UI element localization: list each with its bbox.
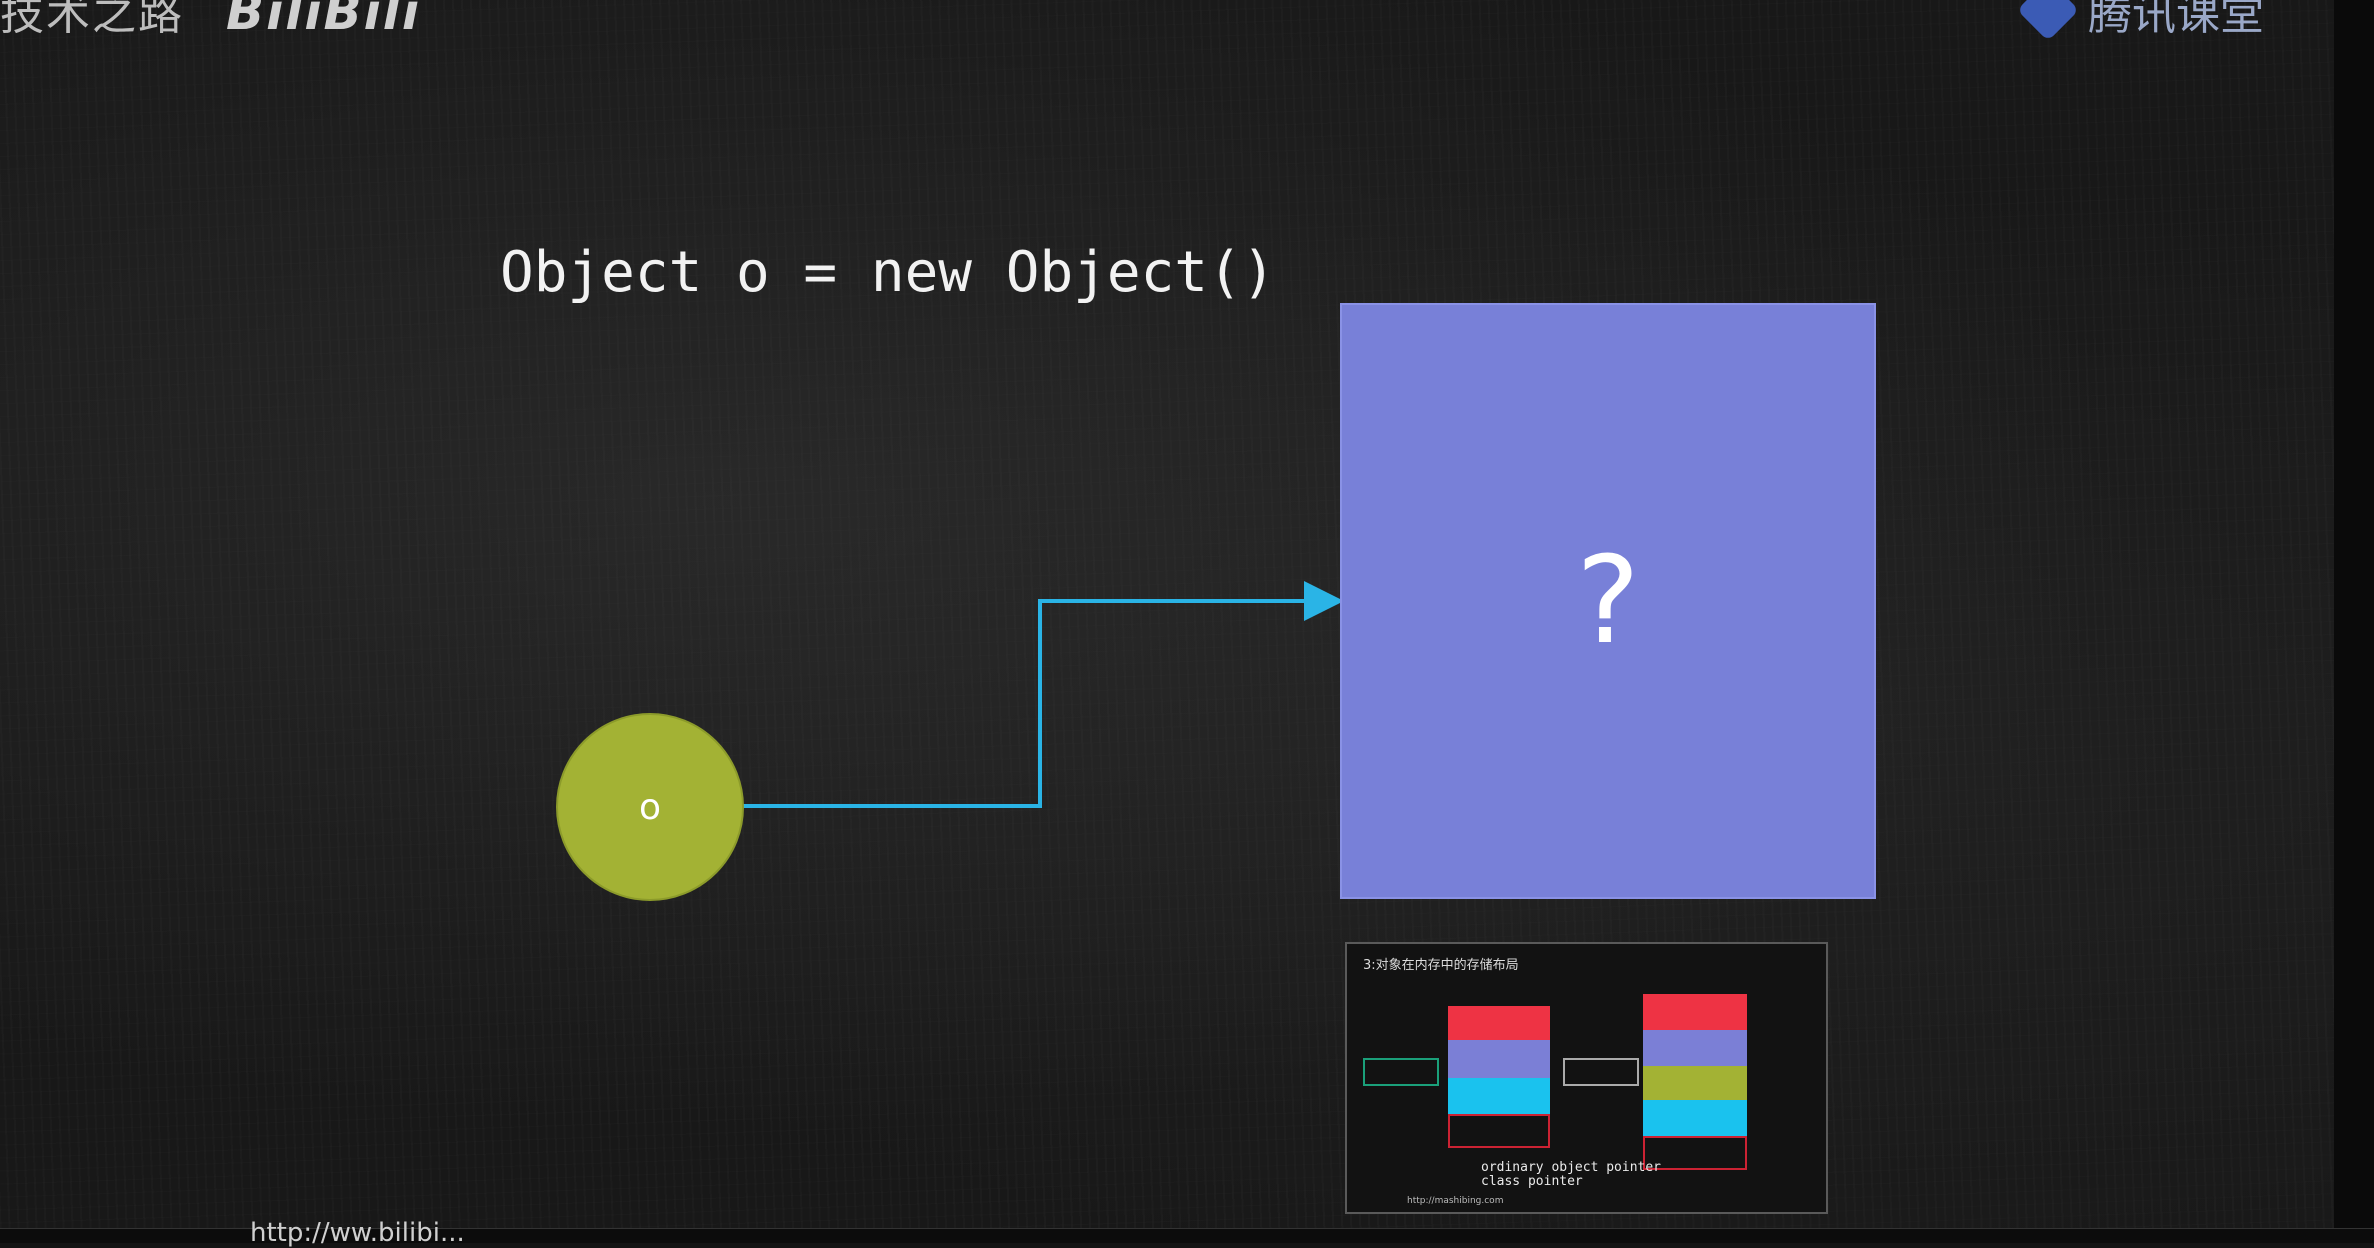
thumb-array-instance-block <box>1643 1100 1747 1136</box>
video-edge-strip <box>2334 0 2374 1242</box>
watermark-left: 技术之路 BiliBili <box>0 0 421 42</box>
object-box: ? <box>1340 303 1876 899</box>
thumb-classpointer-block <box>1448 1040 1550 1078</box>
thumb-array-padding-block <box>1643 1136 1747 1170</box>
thumb-markword-block <box>1448 1006 1550 1040</box>
thumb-padding-block <box>1448 1114 1550 1148</box>
thumb-caption-2: class pointer <box>1481 1174 1583 1189</box>
thumb-array-length-block <box>1643 1066 1747 1100</box>
watermark-right: 腾讯课堂 <box>2016 0 2264 42</box>
bottom-url-fragment: http://ww.bilibi... <box>250 1218 465 1248</box>
code-statement: Object o = new Object() <box>500 240 1276 305</box>
watermark-right-text: 腾讯课堂 <box>2088 0 2264 40</box>
thumb-array-classpointer-block <box>1643 1030 1747 1066</box>
watermark-left-text: 技术之路 <box>0 0 184 40</box>
reference-circle: o <box>556 713 744 901</box>
thumb-ref-box <box>1363 1058 1439 1086</box>
thumb-url: http://mashibing.com <box>1407 1196 1504 1206</box>
thumb-caption-1: ordinary object pointer <box>1481 1160 1662 1175</box>
thumb-array-markword-block <box>1643 994 1747 1030</box>
reference-label: o <box>638 786 662 828</box>
bilibili-logo-icon: BiliBili <box>226 0 422 41</box>
object-question-mark: ? <box>1576 531 1640 671</box>
layout-thumbnail: 3:对象在内存中的存储布局 ordinary object pointer cl… <box>1345 942 1828 1214</box>
thumbnail-title: 3:对象在内存中的存储布局 <box>1363 958 1519 973</box>
bottom-bar <box>0 1228 2374 1243</box>
thumb-instance-data-block <box>1448 1078 1550 1114</box>
thumb-array-ref-box <box>1563 1058 1639 1086</box>
arrow-connector <box>740 581 1344 808</box>
